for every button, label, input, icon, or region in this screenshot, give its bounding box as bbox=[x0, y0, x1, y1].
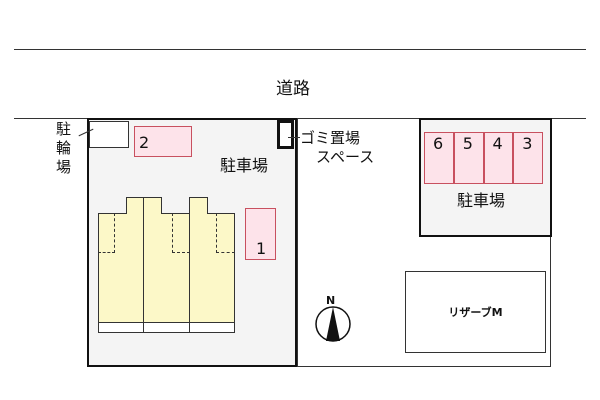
reserve-building: リザーブM bbox=[405, 271, 546, 353]
right-parking-spots: 6 5 4 3 bbox=[424, 132, 543, 184]
parking-spot-4: 4 bbox=[483, 132, 514, 184]
garbage-leader-line bbox=[288, 137, 300, 138]
compass-label: N bbox=[326, 294, 336, 307]
garbage-box bbox=[277, 120, 294, 149]
bike-parking-box bbox=[89, 121, 129, 148]
parking-spot-2: 2 bbox=[134, 126, 192, 157]
road-edge-top bbox=[14, 49, 586, 50]
north-arrow-icon bbox=[315, 306, 351, 342]
parking-spot-3: 3 bbox=[513, 132, 543, 184]
garbage-label-2: スペース bbox=[316, 148, 375, 166]
left-parking-label: 駐車場 bbox=[220, 156, 269, 175]
parking-spot-1: 1 bbox=[245, 208, 276, 260]
parking-spot-6: 6 bbox=[424, 132, 454, 184]
bike-parking-label: 駐 輪 場 bbox=[56, 120, 72, 176]
reserve-building-label: リザーブM bbox=[448, 306, 503, 319]
right-parking-label: 駐車場 bbox=[457, 191, 506, 210]
road-label: 道路 bbox=[276, 79, 310, 99]
garbage-label-1: ゴミ置場 bbox=[300, 129, 361, 147]
parking-spot-5: 5 bbox=[453, 132, 484, 184]
